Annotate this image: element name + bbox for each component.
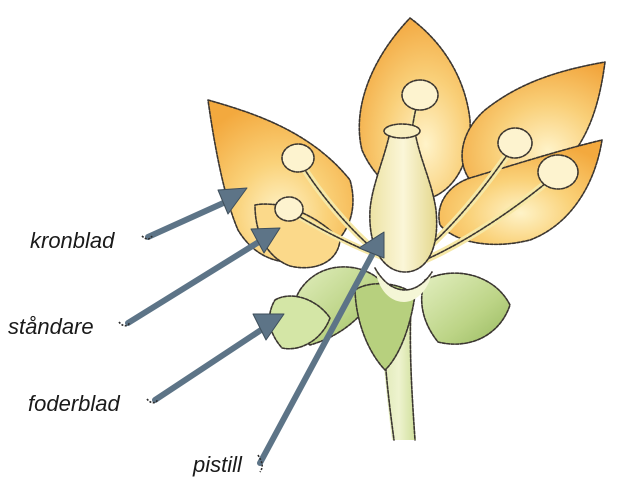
label-kronblad: kronblad	[30, 228, 115, 253]
arrow-foderblad	[155, 314, 284, 400]
arrow-pistill	[260, 232, 384, 463]
arrow-standare	[128, 228, 280, 323]
label-foderblad: foderblad	[28, 391, 121, 416]
label-leaders	[119, 236, 262, 472]
label-standare: ståndare	[8, 314, 94, 339]
sepals	[270, 267, 510, 370]
label-pistill: pistill	[192, 452, 243, 477]
